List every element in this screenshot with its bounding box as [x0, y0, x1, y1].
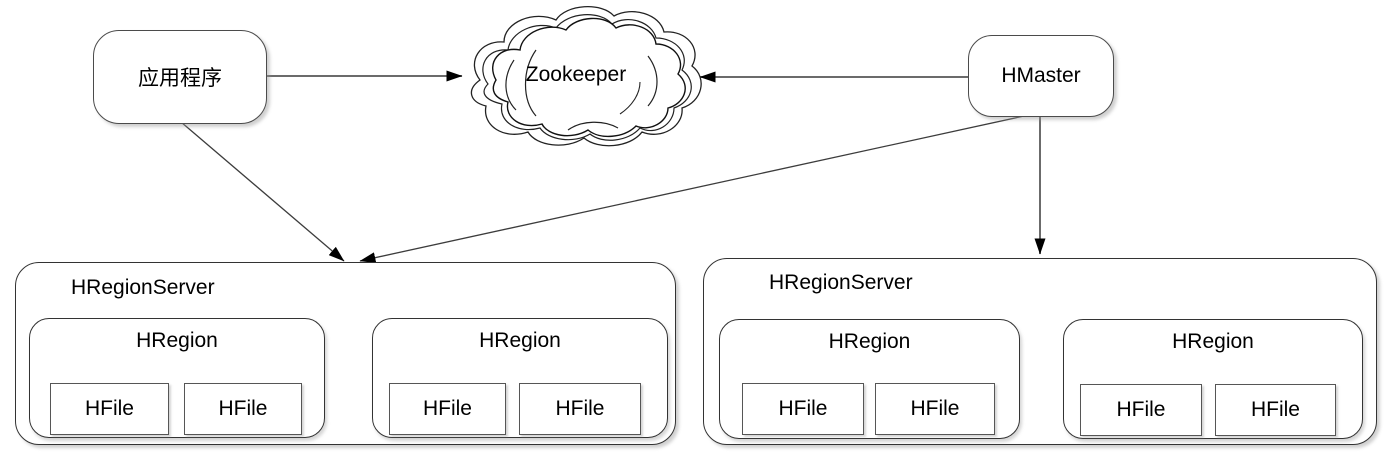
hmaster-label: HMaster — [1001, 64, 1081, 87]
hregion-label: HRegion — [136, 329, 218, 352]
node-hfile: HFile — [50, 383, 169, 435]
hfile-label: HFile — [910, 397, 960, 420]
node-hregionserver-1: HRegionServer HRegion HFile HFile HRegio… — [15, 262, 676, 445]
hfile-label: HFile — [218, 397, 268, 420]
node-hregion-1-2: HRegion HFile HFile — [372, 318, 668, 438]
application-label: 应用程序 — [138, 67, 222, 90]
node-application: 应用程序 — [93, 30, 267, 124]
hfile-label: HFile — [778, 397, 828, 420]
node-hfile: HFile — [875, 383, 995, 435]
node-hregion-2-1: HRegion HFile HFile — [719, 319, 1020, 439]
cloud-icon — [470, 5, 702, 147]
edge-application-to-hregionserver-1 — [180, 121, 345, 262]
node-hfile: HFile — [519, 383, 641, 435]
hfile-label: HFile — [1116, 398, 1166, 421]
hfile-label: HFile — [1250, 398, 1300, 421]
node-zookeeper: Zookeeper — [452, 2, 708, 150]
hregionserver-1-label: HRegionServer — [71, 276, 215, 299]
node-hfile: HFile — [742, 383, 864, 435]
node-hregionserver-2: HRegionServer HRegion HFile HFile HRegio… — [703, 258, 1377, 445]
hregionserver-2-label: HRegionServer — [769, 271, 913, 294]
node-hfile: HFile — [389, 383, 506, 435]
node-hfile: HFile — [1215, 384, 1336, 436]
hregion-label: HRegion — [479, 329, 561, 352]
hfile-label: HFile — [555, 397, 605, 420]
node-hfile: HFile — [184, 383, 302, 435]
hregion-label: HRegion — [1172, 330, 1254, 353]
node-hmaster: HMaster — [968, 35, 1114, 117]
node-hregion-1-1: HRegion HFile HFile — [29, 318, 325, 438]
node-hfile: HFile — [1080, 384, 1202, 436]
hfile-label: HFile — [84, 397, 134, 420]
zookeeper-label: Zookeeper — [525, 63, 627, 86]
hfile-label: HFile — [422, 397, 472, 420]
hregion-label: HRegion — [828, 330, 911, 353]
node-hregion-2-2: HRegion HFile HFile — [1063, 319, 1363, 439]
